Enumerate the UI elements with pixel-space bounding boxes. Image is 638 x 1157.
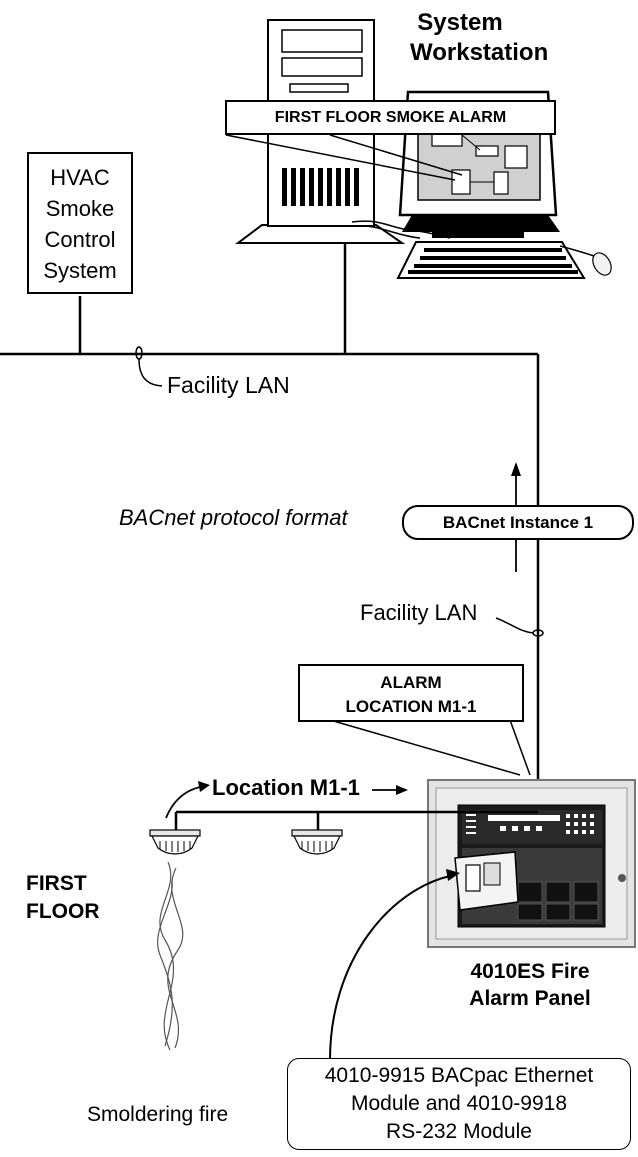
module-line1: 4010-9915 BACpac Ethernet bbox=[324, 1064, 594, 1087]
module-line2: Module and 4010-9918 bbox=[350, 1092, 567, 1115]
screen-message-box: FIRST FLOOR SMOKE ALARM bbox=[225, 100, 556, 135]
smoke-detector-icon bbox=[149, 829, 201, 855]
fire-alarm-panel-icon bbox=[427, 779, 636, 948]
facility-lan-label-top: Facility LAN bbox=[167, 372, 290, 398]
alarm-line1: ALARM bbox=[380, 673, 442, 692]
hvac-system-box: HVAC Smoke Control System bbox=[27, 152, 133, 294]
panel-label-line2: Alarm Panel bbox=[469, 987, 591, 1010]
module-line3: RS-232 Module bbox=[386, 1120, 532, 1143]
floor-label-line1: FIRST bbox=[26, 872, 87, 895]
smoke-detector-icon bbox=[291, 829, 343, 855]
alarm-line2: LOCATION M1-1 bbox=[345, 697, 477, 716]
bacnet-instance-label: BACnet Instance 1 bbox=[442, 513, 594, 532]
workstation-title-line1: System bbox=[417, 9, 503, 36]
mouse-icon bbox=[559, 245, 612, 276]
facility-lan-label-mid: Facility LAN bbox=[360, 600, 478, 625]
protocol-format-label: BACnet protocol format bbox=[119, 505, 348, 530]
hvac-line1: HVAC bbox=[50, 165, 110, 190]
screen-message: FIRST FLOOR SMOKE ALARM bbox=[274, 109, 507, 126]
panel-label-line1: 4010ES Fire bbox=[470, 960, 590, 983]
bacnet-instance-box: BACnet Instance 1 bbox=[402, 505, 634, 540]
module-callout-box: 4010-9915 BACpac Ethernet Module and 401… bbox=[287, 1058, 631, 1150]
smoke-wisp-icon bbox=[157, 861, 184, 1051]
keyboard-icon bbox=[396, 241, 586, 279]
smoldering-fire-label: Smoldering fire bbox=[87, 1103, 229, 1126]
hvac-line3: Control bbox=[44, 227, 116, 252]
alarm-location-box: ALARM LOCATION M1-1 bbox=[298, 664, 524, 722]
floor-label-line2: FLOOR bbox=[26, 900, 100, 923]
location-label: Location M1-1 bbox=[212, 775, 360, 800]
workstation-title-line2: Workstation bbox=[410, 39, 549, 66]
hvac-line4: System bbox=[43, 258, 117, 283]
hvac-line2: Smoke bbox=[45, 196, 115, 221]
